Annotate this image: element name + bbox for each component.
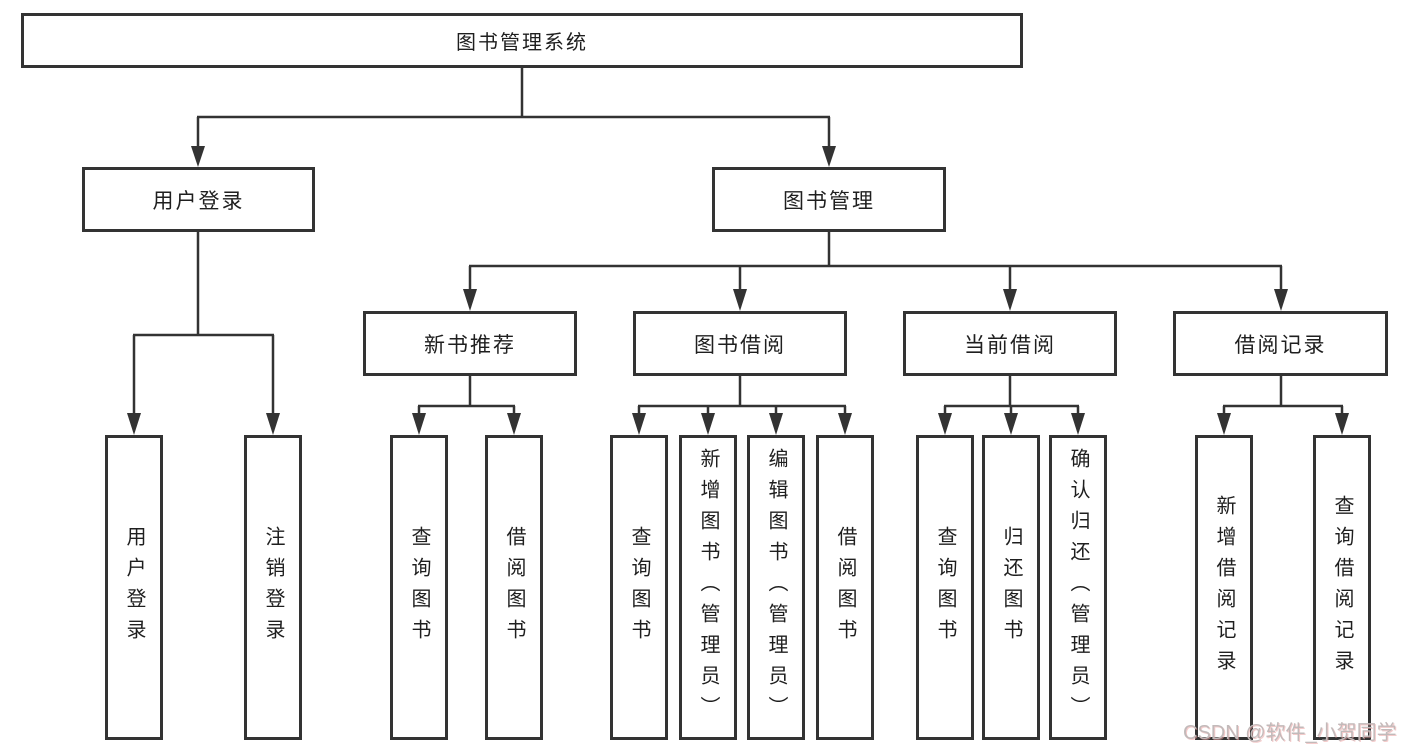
leaf-cb-query-books: 查询图书 [916,435,974,740]
leaf-logout: 注销登录 [244,435,302,740]
leaf-br-add-record-label: 新增借阅记录 [1213,494,1235,681]
leaf-user-login: 用户登录 [105,435,163,740]
leaf-cb-return-books: 归还图书 [982,435,1040,740]
node-root-system-label: 图书管理系统 [456,32,588,54]
node-borrow-records: 借阅记录 [1173,311,1388,376]
node-book-management-label: 图书管理 [783,189,875,213]
leaf-user-login-label: 用户登录 [123,525,145,650]
node-user-login-label: 用户登录 [152,189,245,213]
leaf-nbr-borrow-books-label: 借阅图书 [503,525,525,650]
leaf-bb-query-books: 查询图书 [610,435,668,740]
node-user-login: 用户登录 [82,167,315,232]
leaf-cb-return-books-label: 归还图书 [1000,525,1022,650]
csdn-watermark: CSDN @软件_小贺同学 [1183,722,1397,744]
node-root-system: 图书管理系统 [21,13,1023,68]
node-borrow-records-label: 借阅记录 [1234,333,1327,357]
leaf-bb-edit-books-admin: 编辑图书（管理员） [747,435,805,740]
leaf-bb-add-books-admin-label: 新增图书（管理员） [697,448,719,727]
leaf-nbr-query-books-label: 查询图书 [408,525,430,650]
leaf-nbr-borrow-books: 借阅图书 [485,435,543,740]
leaf-bb-add-books-admin: 新增图书（管理员） [679,435,737,740]
node-book-borrow-label: 图书借阅 [694,333,786,357]
leaf-br-query-record-label: 查询借阅记录 [1331,494,1353,681]
node-current-borrow: 当前借阅 [903,311,1117,376]
leaf-br-add-record: 新增借阅记录 [1195,435,1253,740]
node-book-management: 图书管理 [712,167,946,232]
node-new-book-recommend: 新书推荐 [363,311,577,376]
node-current-borrow-label: 当前借阅 [964,333,1056,357]
leaf-nbr-query-books: 查询图书 [390,435,448,740]
leaf-bb-query-books-label: 查询图书 [628,525,650,650]
leaf-logout-label: 注销登录 [262,525,284,650]
leaf-cb-query-books-label: 查询图书 [934,525,956,650]
node-book-borrow: 图书借阅 [633,311,847,376]
leaf-bb-edit-books-admin-label: 编辑图书（管理员） [765,448,787,727]
leaf-br-query-record: 查询借阅记录 [1313,435,1371,740]
leaf-cb-confirm-return-admin-label: 确认归还（管理员） [1067,448,1089,727]
node-new-book-recommend-label: 新书推荐 [424,333,516,357]
leaf-bb-borrow-books-label: 借阅图书 [834,525,856,650]
leaf-cb-confirm-return-admin: 确认归还（管理员） [1049,435,1107,740]
leaf-bb-borrow-books: 借阅图书 [816,435,874,740]
